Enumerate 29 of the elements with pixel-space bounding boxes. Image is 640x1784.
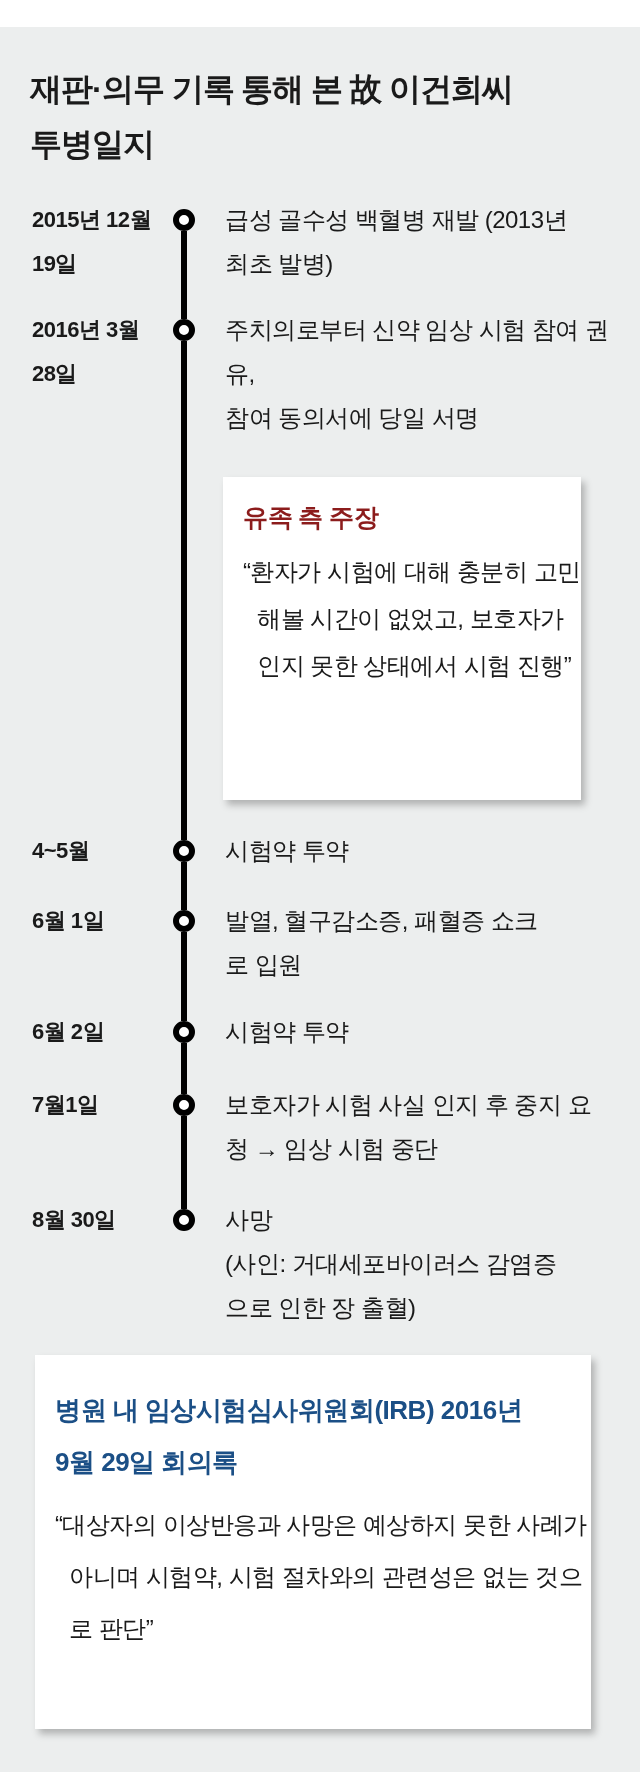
event-text: 보호자가 시험 사실 인지 후 중지 요청 → 임상 시험 중단 [225,1090,592,1164]
date-label: 6월 2일 [32,1018,106,1046]
timeline-line [181,231,187,319]
quote-box [223,477,581,800]
date-label: 4~5월 [32,837,91,865]
event-text: 시험약 투약 [225,836,350,866]
quote-text: “환자가 시험에 대해 충분히 고민해볼 시간이 없었고, 보호자가 인지 못한 상태에서 시험 진행” [243,557,582,681]
date-label: 6월 1일 [32,907,106,935]
timeline-line [181,862,187,910]
date-label: 7월1일 [32,1091,100,1119]
event-text: 급성 골수성 백혈병 재발 (2013년 최초 발병) [225,205,569,279]
date-label: 2016년 3월 28일 [32,316,141,388]
quote-box [35,1355,591,1729]
box-heading: 유족 측 주장 [243,502,380,533]
timeline-line [181,932,187,1021]
date-label: 2015년 12월 19일 [32,206,153,278]
timeline-line [181,1043,187,1094]
event-text: 발열, 혈구감소증, 패혈증 쇼크로 입원 [225,906,539,980]
event-text: 시험약 투약 [225,1017,350,1047]
timeline-line [181,341,187,840]
box-heading: 병원 내 임상시험심사위원회(IRB) 2016년 9월 29일 회의록 [55,1394,524,1479]
timeline-line [181,1116,187,1209]
event-text: (사인: 거대세포바이러스 감염증으로 인한 장 출혈) [225,1249,558,1323]
quote-text: “대상자의 이상반응과 사망은 예상하지 못한 사례가 아니며 시험약, 시험 절차와의 관련성은 없는 것으로 판단” [55,1510,588,1644]
event-text: 사망 [225,1205,274,1235]
date-label: 8월 30일 [32,1206,117,1234]
event-text: 참여 동의서에 당일 서명 [225,403,480,433]
event-text: 주치의로부터 신약 임상 시험 참여 권유, [225,315,610,389]
title: 재판·의무 기록 통해 본 故 이건희씨 투병일지 [30,70,515,164]
